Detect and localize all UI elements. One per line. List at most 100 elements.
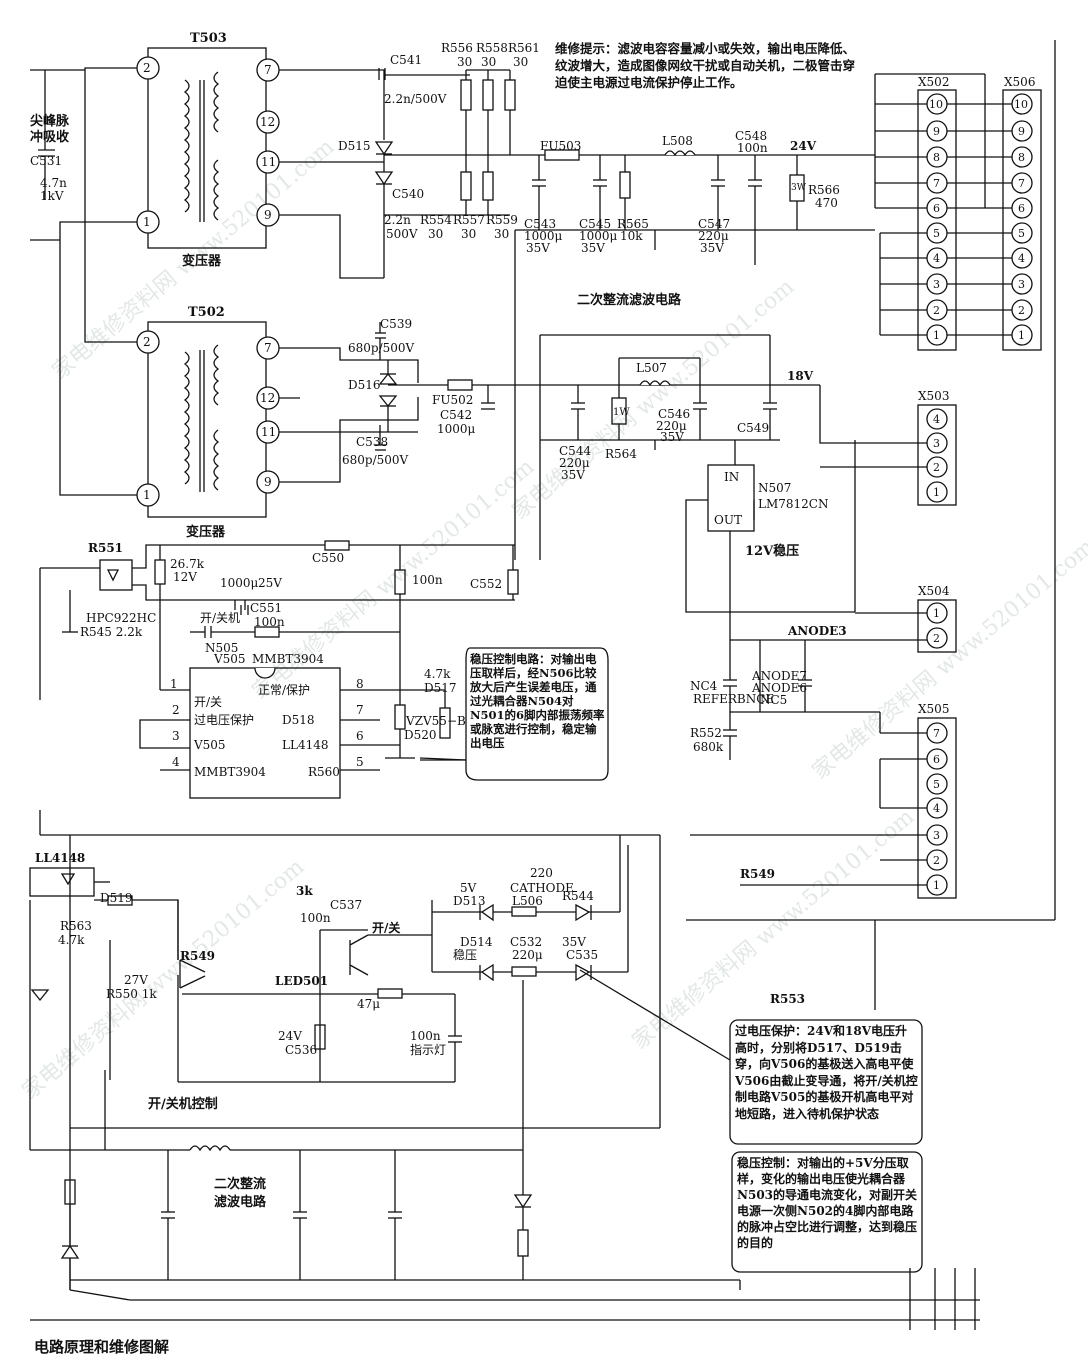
svg-text:9: 9 <box>933 125 940 138</box>
d518-part: D513 <box>453 894 486 908</box>
r558-label: R558 <box>476 41 508 55</box>
standby-rect-title-1: 二次整流 <box>214 1176 266 1192</box>
d517-label: R544 <box>562 889 594 903</box>
r566-power: 3W <box>791 183 807 193</box>
svg-text:9: 9 <box>264 208 272 222</box>
fu503-label: FU503 <box>540 139 581 153</box>
v506-label: C537 <box>330 898 362 912</box>
r549-label: 24V <box>278 1029 302 1043</box>
c552-value: ANODE6 <box>751 681 807 695</box>
r560-value: L506 <box>512 894 543 908</box>
c545-voltage: 35V <box>581 241 605 255</box>
n507-in-pin: IN <box>724 470 739 484</box>
c538-value: 680p/500V <box>342 453 409 467</box>
svg-text:3: 3 <box>933 829 940 842</box>
svg-text:1: 1 <box>933 486 940 499</box>
r564-label: R564 <box>605 447 637 461</box>
c541-value: 2.2n/500V <box>384 92 447 106</box>
r562-label: C552 <box>470 577 502 591</box>
c537-label: 100n <box>410 1029 441 1043</box>
t503-caption: 变压器 <box>182 253 222 269</box>
r552-label: 4.7k <box>424 667 451 681</box>
onoff-control-title: 开/关机控制 <box>148 1096 218 1112</box>
svg-text:5: 5 <box>933 227 940 240</box>
r556-value: 30 <box>457 55 472 69</box>
n506-pin-ref: 正常/保护 <box>258 683 310 697</box>
c550-value: REFERBNCE <box>693 692 774 706</box>
r563-value: 220μ <box>512 948 543 962</box>
svg-text:2: 2 <box>933 854 940 867</box>
svg-text:7: 7 <box>933 177 940 190</box>
c547-label: C547 <box>698 217 730 231</box>
snubber-label-2: 冲吸收 <box>30 129 70 145</box>
c552-label: ANODE7 <box>751 669 807 683</box>
n506-pin-anode2: 过电压保护 <box>194 713 254 727</box>
c539-label: C539 <box>380 317 412 331</box>
r555-label: 100n <box>412 573 443 587</box>
r557-label: R557 <box>453 213 485 227</box>
svg-text:2: 2 <box>143 61 151 75</box>
c546-label: C546 <box>658 407 690 421</box>
r559-label: R559 <box>486 213 518 227</box>
ovp-caption: 3k <box>296 884 313 898</box>
transformer-t503 <box>136 47 280 249</box>
r566-label: R566 <box>808 183 840 197</box>
n506-pin-anode6: LL4148 <box>282 738 328 752</box>
primary-wiring <box>30 67 137 496</box>
c546-value: 220μ <box>656 419 687 433</box>
r551-value: D520 <box>404 728 437 742</box>
svg-text:3: 3 <box>1018 278 1025 291</box>
svg-text:12: 12 <box>260 391 275 405</box>
c540-voltage: 500V <box>386 227 418 241</box>
standby-5v-circuit <box>30 920 980 1330</box>
svg-text:7: 7 <box>264 341 272 355</box>
v505-onoff-label: R549 <box>180 949 215 963</box>
c534-label: 1000μ <box>220 576 259 590</box>
c534-value: 25V <box>258 576 282 590</box>
v505-label: 27V <box>124 973 148 987</box>
c551-value: 680k <box>693 740 724 754</box>
d519-label: 35V <box>562 935 586 949</box>
svg-text:10: 10 <box>929 98 943 111</box>
c545-value: 1000μ <box>579 229 618 243</box>
svg-text:5: 5 <box>356 755 364 769</box>
ovp-note: 过电压保护：24V和18V电压升高时，分别将D517、D519击穿，向V506的… <box>735 1024 918 1121</box>
r545-label: D519 <box>100 891 133 905</box>
svg-text:1: 1 <box>933 329 940 342</box>
c539-value: 680p/500V <box>348 341 415 355</box>
c546-voltage: 35V <box>660 430 684 444</box>
connector-x504 <box>730 599 957 653</box>
svg-text:6: 6 <box>933 753 940 766</box>
secondary-rectifier-title: 二次整流滤波电路 <box>577 292 682 308</box>
c545-label: C545 <box>579 217 611 231</box>
c550-label: NC4 <box>690 679 718 693</box>
svg-text:2: 2 <box>933 632 940 645</box>
svg-text:2: 2 <box>1018 304 1025 317</box>
svg-text:6: 6 <box>356 729 364 743</box>
d518-label: 5V <box>460 881 477 895</box>
t503-label: T503 <box>190 31 227 46</box>
fu502-label: FU502 <box>432 393 473 407</box>
page-footer: 电路原理和维修图解 <box>34 1338 170 1356</box>
c531-label: C531 <box>30 154 62 168</box>
svg-text:5: 5 <box>933 778 940 791</box>
n504-caption: R551 <box>88 541 123 555</box>
c543-label: C543 <box>524 217 556 231</box>
svg-text:1: 1 <box>170 677 178 691</box>
x504-label: X504 <box>918 584 950 598</box>
d520-label: D514 <box>460 935 493 949</box>
c531-voltage: 1kV <box>40 189 64 203</box>
l508-label: L508 <box>662 134 693 148</box>
svg-text:4: 4 <box>933 413 940 426</box>
c540-label: C540 <box>392 187 424 201</box>
n506-pin-anode3: V505 <box>193 738 226 752</box>
c544-value: 220μ <box>559 456 590 470</box>
c540-value: 2.2n <box>384 213 411 227</box>
r556-label: R556 <box>441 41 473 55</box>
r561-label: R561 <box>508 41 540 55</box>
n506-pin-nc4: MMBT3904 <box>194 765 266 779</box>
svg-text:2: 2 <box>143 335 151 349</box>
t502-label: T502 <box>188 305 225 320</box>
r559-value: 30 <box>494 227 509 241</box>
